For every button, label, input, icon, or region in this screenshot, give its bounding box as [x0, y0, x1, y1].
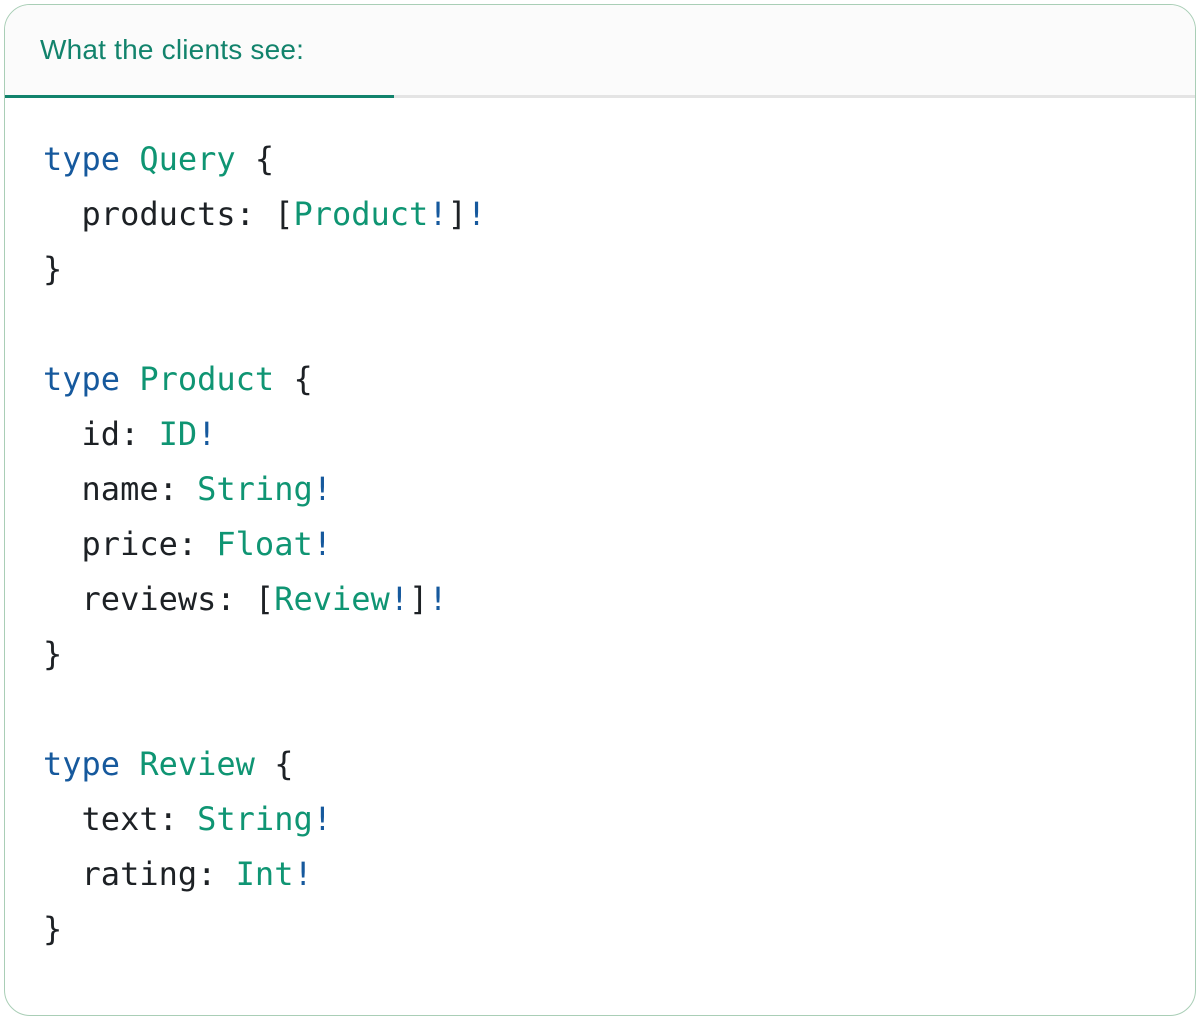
code-token-plain: } [43, 635, 63, 673]
code-token-keyword: type [43, 360, 121, 398]
code-token-bang: ! [293, 855, 313, 893]
code-token-plain: ] [447, 195, 467, 233]
tab-what-clients-see[interactable]: What the clients see: [5, 5, 394, 98]
code-token-type: Review [274, 580, 390, 618]
code-token-plain: { [274, 360, 313, 398]
code-token-plain: text: [43, 800, 198, 838]
code-token-type: ID [158, 415, 198, 453]
code-line: reviews: [Review!]! [43, 572, 1171, 627]
tab-label: What the clients see: [40, 34, 305, 65]
code-token-type: Int [235, 855, 294, 893]
code-token-type: Review [139, 745, 255, 783]
code-token-plain [120, 360, 139, 398]
code-line: id: ID! [43, 407, 1171, 462]
code-token-type: String [197, 470, 313, 508]
code-token-plain: { [235, 140, 275, 178]
tab-bar: What the clients see: [5, 5, 1195, 98]
code-line: } [43, 627, 1171, 682]
code-token-plain: price: [43, 525, 217, 563]
code-line: products: [Product!]! [43, 187, 1171, 242]
code-line [43, 297, 1171, 352]
code-token-plain: rating: [43, 855, 236, 893]
code-line: type Product { [43, 352, 1171, 407]
code-token-bang: ! [312, 525, 332, 563]
code-line: rating: Int! [43, 847, 1171, 902]
code-token-type: String [197, 800, 313, 838]
code-token-keyword: type [43, 745, 121, 783]
code-line: } [43, 902, 1171, 957]
code-token-bang: ! [466, 195, 487, 233]
code-panel: What the clients see: type Query { produ… [4, 4, 1196, 1016]
code-token-type: Product [293, 195, 429, 233]
code-line [43, 682, 1171, 737]
code-token-type: Query [139, 140, 236, 178]
code-line: text: String! [43, 792, 1171, 847]
code-area: type Query { products: [Product!]!} type… [5, 98, 1195, 981]
code-token-bang: ! [312, 800, 332, 838]
code-token-plain: ] [409, 580, 429, 618]
code-token-bang: ! [312, 470, 332, 508]
code-token-bang: ! [428, 195, 448, 233]
code-token-plain [120, 140, 139, 178]
code-token-plain: products: [ [43, 195, 294, 233]
code-token-plain: reviews: [ [43, 580, 275, 618]
code-token-type: Product [139, 360, 275, 398]
code-token-bang: ! [428, 580, 448, 618]
code-token-plain: } [43, 910, 63, 948]
code-token-keyword: type [43, 140, 121, 178]
code-line: type Review { [43, 737, 1171, 792]
code-line: type Query { [43, 132, 1171, 187]
code-token-plain: } [43, 250, 63, 288]
code-line: name: String! [43, 462, 1171, 517]
code-token-type: Float [216, 525, 313, 563]
code-token-plain: id: [43, 415, 159, 453]
code-token-plain: name: [43, 470, 198, 508]
code-token-plain [120, 745, 139, 783]
graphql-schema-code: type Query { products: [Product!]!} type… [43, 132, 1171, 957]
code-line: } [43, 242, 1171, 297]
code-line: price: Float! [43, 517, 1171, 572]
code-token-bang: ! [197, 415, 217, 453]
code-token-plain: { [254, 745, 294, 783]
code-token-bang: ! [389, 580, 410, 618]
